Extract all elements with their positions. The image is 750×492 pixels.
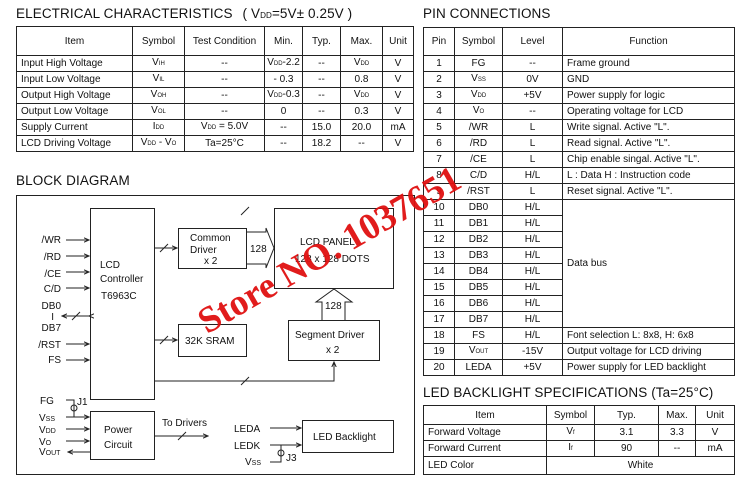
vss-label: VSS <box>39 413 55 424</box>
input-db0-label: DB0 <box>42 301 62 312</box>
segment-bus-arrow <box>314 288 354 320</box>
vdd-label: VDD <box>39 425 56 436</box>
sram-label: 32K SRAM <box>185 336 234 347</box>
ledk-label: LEDK <box>234 441 260 452</box>
sram-box <box>178 324 247 357</box>
j3-label: J3 <box>286 453 297 464</box>
input-arrows <box>66 240 301 445</box>
input-labels: /WR /RD /CE C/D DB0 I DB7 /RST FS <box>38 235 61 366</box>
input-fs-label: FS <box>48 355 61 366</box>
input-cd-label: C/D <box>44 284 61 295</box>
input-range-label: I <box>51 312 54 323</box>
controller-label-2: Controller <box>100 274 144 285</box>
to-drivers-label: To Drivers <box>162 418 207 429</box>
j1-connector-icon <box>70 404 78 412</box>
electrical-condition: ( VDD=5V± 0.25V ) <box>242 6 353 21</box>
symbol-cell: LEDA <box>454 359 503 376</box>
header-cell: Min. <box>264 26 303 56</box>
controller-model: T6963C <box>101 291 137 302</box>
value-cell: V <box>382 135 414 152</box>
led-color-value: White <box>546 456 735 475</box>
header-cell: Level <box>502 27 563 56</box>
symbol-cell: VOUT <box>454 343 503 360</box>
common-bus-width: 128 <box>250 244 267 255</box>
led-vss-label: VSS <box>245 457 261 468</box>
led-backlight-title: LED BACKLIGHT SPECIFICATIONS (Ta=25°C) <box>423 385 714 400</box>
vo-label: VO <box>39 437 52 448</box>
segment-driver-box <box>288 320 380 361</box>
value-cell: VDD - VO <box>132 135 185 152</box>
j3-connector-icon <box>277 449 285 457</box>
lcd-panel-resolution: 128 x 128 DOTS <box>295 254 370 265</box>
pin-connections-title: PIN CONNECTIONS <box>423 6 551 21</box>
common-bus-arrow <box>246 227 275 269</box>
item-cell: LED Color <box>423 456 547 475</box>
header-cell: Function <box>562 27 735 56</box>
led-backlight-box <box>302 420 394 453</box>
input-wr-label: /WR <box>42 235 61 246</box>
block-diagram-title: BLOCK DIAGRAM <box>16 173 130 188</box>
value-cell: Ta=25°C <box>184 135 265 152</box>
pin-cell: 20 <box>423 359 455 376</box>
input-ce-label: /CE <box>44 269 61 280</box>
common-driver-label-3: x 2 <box>204 256 218 267</box>
segment-driver-label: Segment Driver <box>295 330 365 341</box>
segment-bus-width: 128 <box>325 301 342 312</box>
segment-driver-count: x 2 <box>326 345 340 356</box>
common-driver-label-2: Driver <box>190 245 217 256</box>
fg-label: FG <box>40 396 54 407</box>
lcd-controller-box <box>90 208 155 400</box>
j1-label: J1 <box>77 397 88 408</box>
input-rst-label: /RST <box>38 340 61 351</box>
led-backlight-label: LED Backlight <box>313 432 376 443</box>
header-cell: Max. <box>340 26 383 56</box>
header-cell: Symbol <box>132 26 185 56</box>
header-cell: Pin <box>423 27 455 56</box>
common-driver-box <box>178 228 247 269</box>
vout-label: VOUT <box>39 447 61 458</box>
level-cell: H/L <box>502 231 563 248</box>
electrical-title: ELECTRICAL CHARACTERISTICS ( VDD=5V± 0.2… <box>16 6 352 21</box>
header-cell: Typ. <box>302 26 341 56</box>
electrical-title-text: ELECTRICAL CHARACTERISTICS <box>16 6 233 21</box>
leda-label: LEDA <box>234 424 260 435</box>
function-cell: Data bus <box>562 199 735 328</box>
header-cell: Symbol <box>454 27 503 56</box>
input-rd-label: /RD <box>44 252 61 263</box>
bus-slash-marks <box>71 206 250 441</box>
common-driver-label-1: Common <box>190 233 231 244</box>
input-db7-label: DB7 <box>42 323 62 334</box>
controller-label-1: LCD <box>100 260 120 271</box>
diagram-frame <box>16 195 415 475</box>
function-cell: Power supply for LED backlight <box>562 359 735 376</box>
lcd-panel-label: LCD PANEL <box>300 237 355 248</box>
controller-segment-line <box>154 362 334 382</box>
power-circuit-label-1: Power <box>104 425 133 436</box>
power-circuit-label-2: Circuit <box>104 440 133 451</box>
